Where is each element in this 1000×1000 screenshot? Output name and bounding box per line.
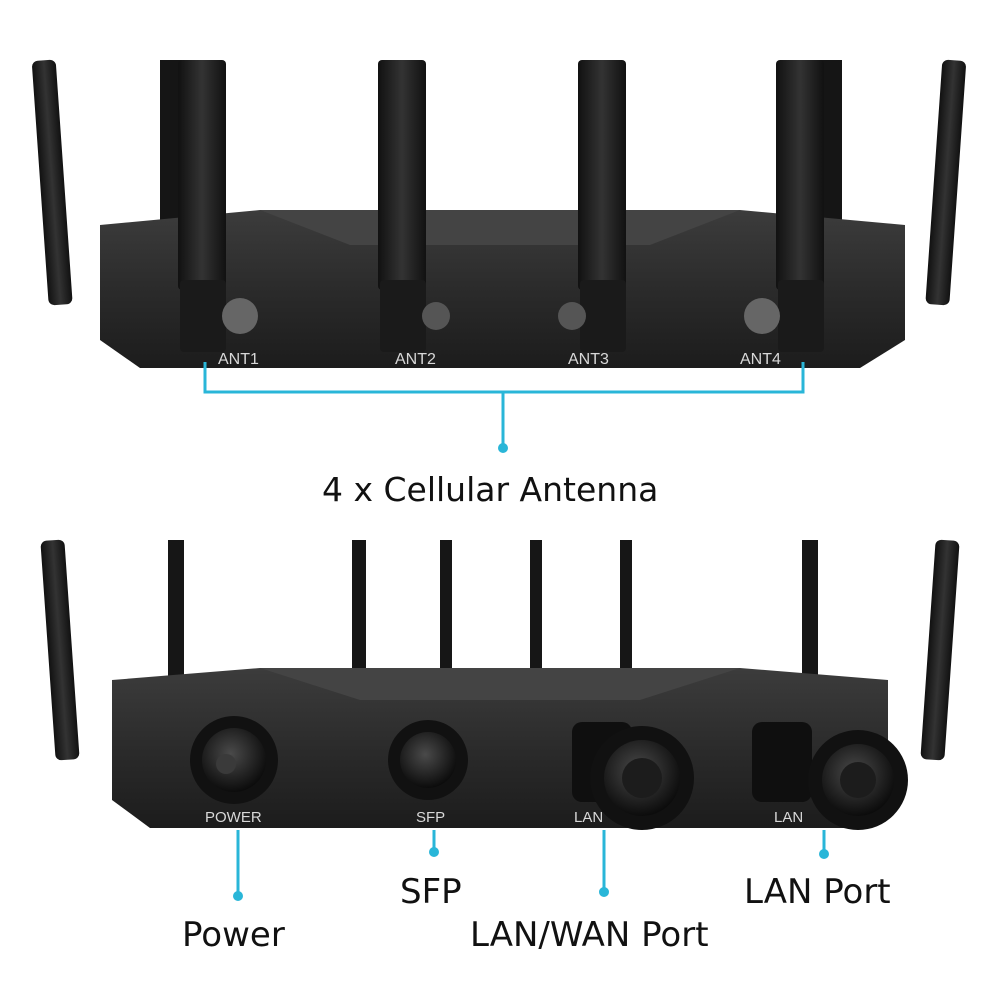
top-device: ANT1 ANT2 ANT3 ANT4 [32, 59, 966, 368]
sfp-callout-dot [429, 847, 439, 857]
side-antenna-left [40, 539, 80, 761]
router-ridge [260, 668, 740, 700]
antenna-callout-dot [498, 443, 508, 453]
port-callout-lines [236, 830, 826, 894]
side-antenna-left [32, 59, 73, 306]
side-antenna-right [920, 539, 960, 761]
antenna-callout-bracket [203, 362, 805, 446]
sfp-caption: SFP [400, 872, 462, 912]
connector-ant1 [222, 298, 258, 334]
back-antenna [160, 60, 182, 240]
lan-wan-caption: LAN/WAN Port [470, 915, 709, 955]
power-port [190, 716, 278, 804]
ant1-label: ANT1 [218, 351, 259, 368]
antenna-4 [776, 60, 824, 352]
antenna-caption: 4 x Cellular Antenna [322, 470, 659, 509]
back-antenna [620, 540, 632, 670]
sfp-port-label: SFP [416, 809, 445, 826]
antenna-3 [578, 60, 626, 352]
connector-ant2 [422, 302, 450, 330]
back-antenna [820, 60, 842, 240]
back-antenna [530, 540, 542, 670]
lan-port [752, 722, 908, 830]
back-antenna [168, 540, 184, 680]
bottom-device: POWER SFP LAN LAN [40, 539, 960, 830]
connector-ant4 [744, 298, 780, 334]
back-antenna [440, 540, 452, 670]
sfp-port [388, 720, 468, 800]
power-caption: Power [182, 915, 285, 955]
router-body-top [100, 210, 905, 368]
ant2-label: ANT2 [395, 351, 436, 368]
back-antenna [802, 540, 818, 680]
lan-wan-callout-dot [599, 887, 609, 897]
ant4-label: ANT4 [740, 351, 781, 368]
lan-port-label: LAN [774, 809, 803, 826]
lan-wan-port-label: LAN [574, 809, 603, 826]
connector-ant3 [558, 302, 586, 330]
side-antenna-right [925, 59, 966, 306]
antenna-2 [378, 60, 426, 352]
power-callout-dot [233, 891, 243, 901]
lan-wan-port [572, 722, 694, 830]
lan-caption: LAN Port [744, 872, 891, 912]
antenna-1 [178, 60, 226, 352]
ant3-label: ANT3 [568, 351, 609, 368]
power-port-label: POWER [205, 809, 262, 826]
router-body-bottom [112, 668, 888, 828]
back-antenna [352, 540, 366, 670]
lan-callout-dot [819, 849, 829, 859]
